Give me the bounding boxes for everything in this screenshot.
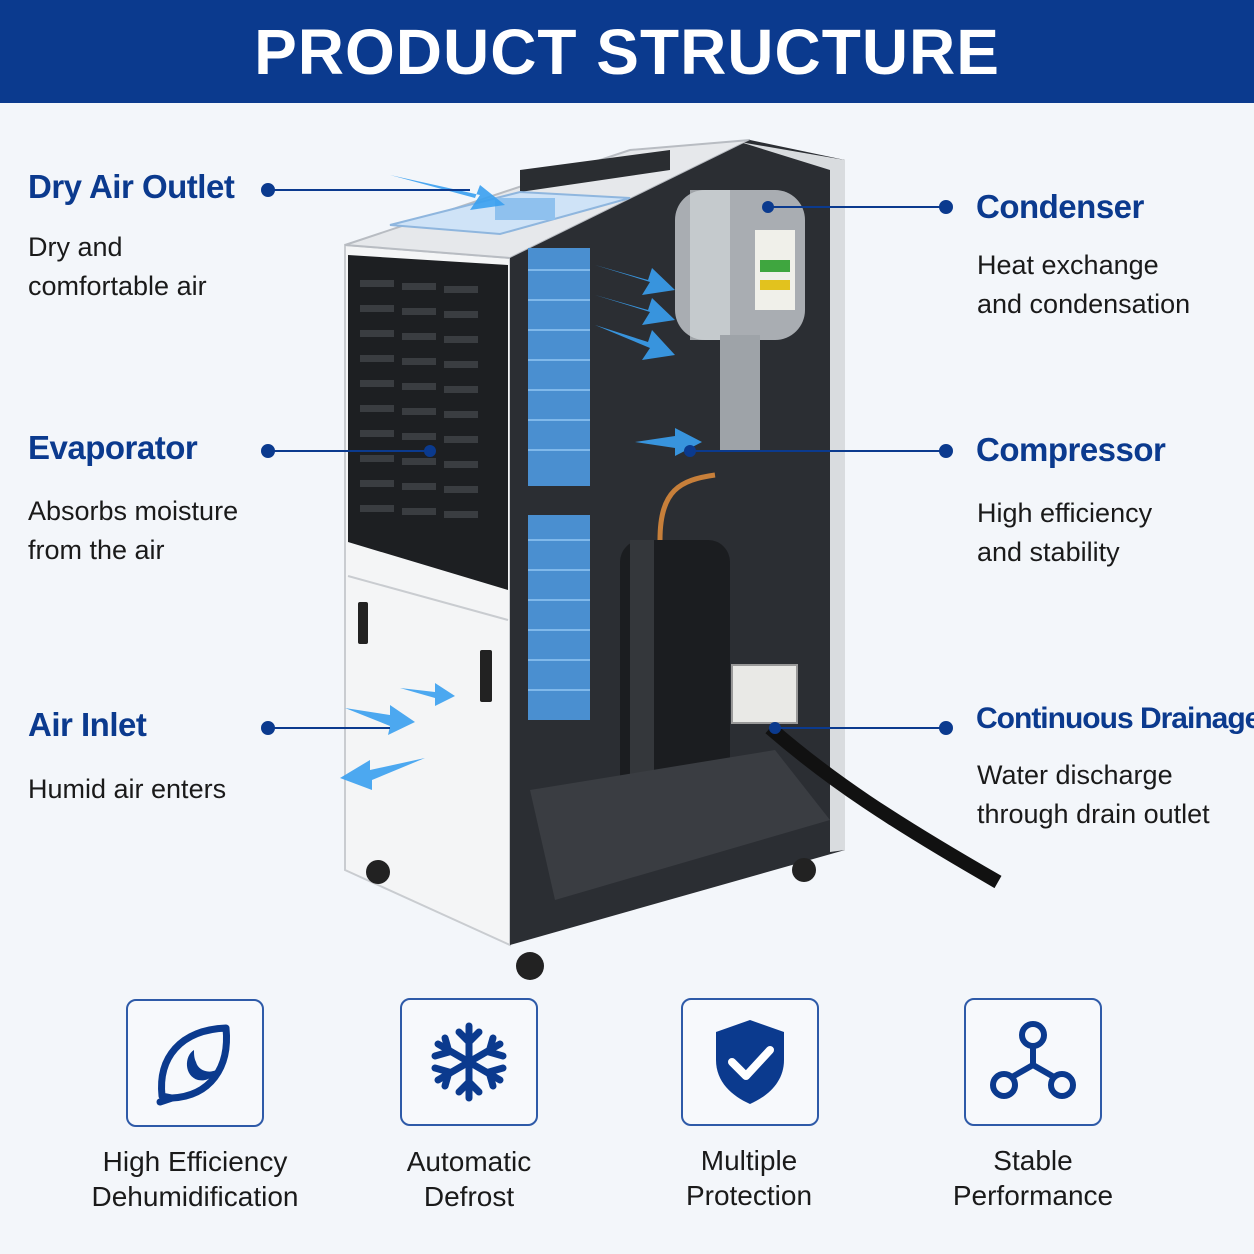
feature-label-line2: Defrost — [423, 1181, 515, 1212]
continuous-drainage-desc-line1: Water discharge — [977, 760, 1173, 790]
continuous-drainage-desc-line2: through drain outlet — [977, 799, 1210, 829]
snowflake-icon — [431, 1022, 507, 1102]
feature-label-stability: Stable Performance — [903, 1143, 1163, 1213]
header-banner: PRODUCT STRUCTURE — [0, 0, 1254, 103]
feature-dehumidification — [126, 999, 264, 1127]
feature-label-line2: Dehumidification — [91, 1181, 299, 1212]
continuous-drainage-title: Continuous Drainage — [976, 702, 1254, 735]
feature-label-line2: Performance — [952, 1180, 1114, 1211]
airflow-arrows — [340, 175, 702, 790]
condenser-desc-line2: and condensation — [977, 289, 1191, 319]
air-inlet-title: Air Inlet — [28, 706, 147, 743]
feature-label-line1: Stable — [993, 1145, 1073, 1176]
feature-label-line1: Multiple — [700, 1145, 798, 1176]
air-inlet-desc-line1: Humid air enters — [28, 774, 227, 804]
evaporator-desc-line1: Absorbs moisture — [28, 496, 239, 526]
dry-air-outlet-desc-line1: Dry and — [28, 232, 123, 262]
compressor-desc-line1: High efficiency — [977, 498, 1153, 528]
dry-air-outlet-desc-line2: comfortable air — [28, 271, 207, 301]
feature-label-line2: Protection — [685, 1180, 813, 1211]
condenser-title: Condenser — [976, 188, 1144, 225]
feature-label-line1: High Efficiency — [102, 1146, 288, 1177]
evaporator-title: Evaporator — [28, 429, 198, 466]
compressor-desc-line2: and stability — [977, 537, 1120, 567]
grille-slots — [360, 280, 478, 518]
feature-label-line1: Automatic — [406, 1146, 532, 1177]
compressor-title: Compressor — [976, 431, 1166, 468]
evaporator-desc-line2: from the air — [28, 535, 165, 565]
feature-protection — [681, 998, 819, 1126]
leaf-moon-icon — [156, 1024, 230, 1106]
feature-label-dehumidification: High Efficiency Dehumidification — [65, 1144, 325, 1214]
page-title: PRODUCT STRUCTURE — [254, 15, 1000, 88]
feature-defrost — [400, 998, 538, 1126]
dehumidifier-illustration — [340, 139, 1002, 980]
feature-label-protection: Multiple Protection — [619, 1143, 879, 1213]
nodes-icon — [990, 1021, 1076, 1099]
feature-label-defrost: Automatic Defrost — [339, 1144, 599, 1214]
feature-stability — [964, 998, 1102, 1126]
condenser-desc-line1: Heat exchange — [977, 250, 1159, 280]
dry-air-outlet-title: Dry Air Outlet — [28, 168, 235, 205]
shield-check-icon — [716, 1020, 784, 1104]
